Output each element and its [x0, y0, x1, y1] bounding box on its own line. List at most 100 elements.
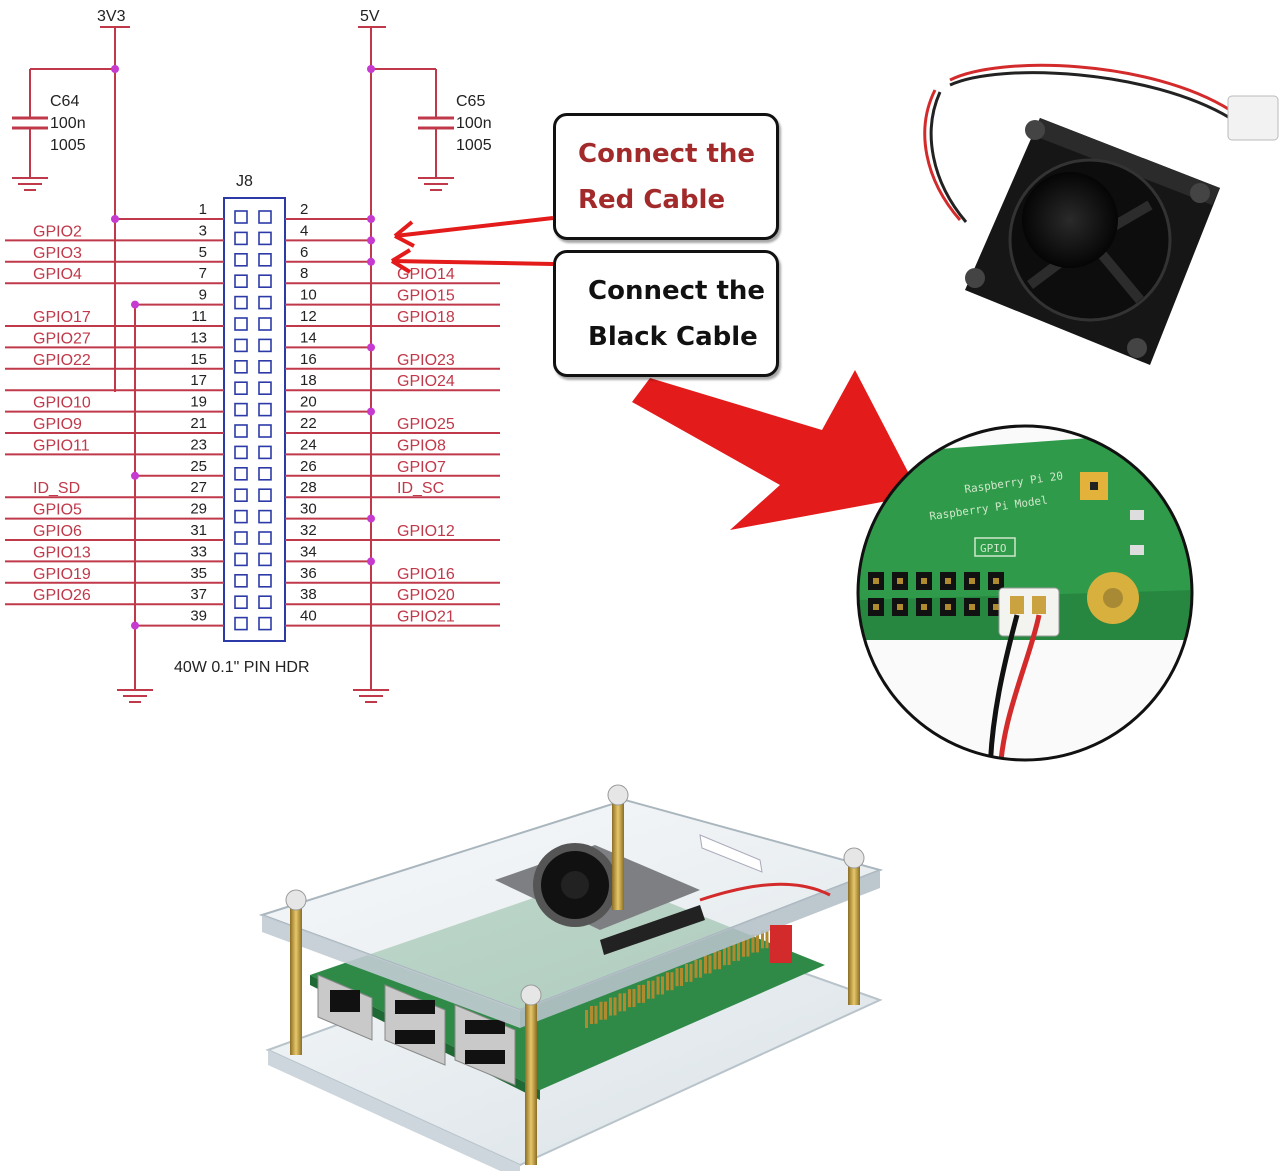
gpio-label-left: GPIO22 — [33, 352, 91, 369]
junction-dot — [367, 236, 375, 245]
pin-box — [234, 338, 248, 353]
pin-box — [234, 616, 248, 631]
black-cable-arrow — [390, 248, 554, 274]
board-closeup: Raspberry Pi 20 Raspberry Pi Model GPIO — [856, 424, 1194, 762]
gpio-label-left: GPIO5 — [33, 502, 82, 519]
pin-box — [258, 231, 272, 246]
gpio-label-left: GPIO4 — [33, 266, 82, 283]
pin-number: 3 — [199, 222, 207, 239]
pin-box — [234, 317, 248, 331]
callout-red-line1: Connect the — [578, 138, 756, 169]
pin-number: 36 — [300, 565, 317, 582]
pin-box — [234, 274, 248, 289]
gpio-pin — [632, 989, 636, 1007]
pin-number: 4 — [300, 222, 308, 239]
pin-number: 40 — [300, 608, 317, 625]
gpio-label-right: GPIO23 — [397, 352, 455, 369]
gpio-pin — [651, 980, 655, 999]
pin-number: 2 — [300, 201, 308, 218]
pin-number: 8 — [300, 265, 308, 282]
rail-3v3-label: 3V3 — [97, 8, 126, 25]
ground-symbol-left — [117, 689, 153, 703]
pin-number: 19 — [190, 394, 207, 411]
junction-dot — [111, 215, 119, 223]
callout-black-line2: Black Cable — [588, 321, 758, 352]
junction-dot — [367, 514, 375, 523]
pin-box — [258, 295, 272, 310]
pin-number: 6 — [300, 244, 308, 261]
pin-number: 17 — [190, 372, 207, 389]
pin-box — [234, 210, 248, 224]
gpio-pin — [713, 951, 717, 970]
gpio-pin — [685, 964, 688, 982]
schematic: 3V3 5V C64 100n 1005 — [5, 8, 500, 703]
gpio-label-left: GPIO9 — [33, 416, 82, 433]
gpio-pin — [732, 943, 736, 961]
pin-number: 20 — [300, 394, 317, 411]
callout-red-cable: Connect the Red Cable — [553, 113, 779, 240]
pin-number: 37 — [190, 586, 207, 603]
gpio-label-left: GPIO26 — [33, 587, 91, 604]
gpio-pin — [751, 934, 755, 953]
pin-number: 26 — [300, 458, 317, 475]
cap-c65-value: 100n — [456, 115, 492, 132]
pin-box — [234, 359, 248, 374]
pin-number: 18 — [300, 372, 317, 389]
gpio-label-right: GPIO8 — [397, 437, 446, 454]
pin-box — [234, 402, 248, 417]
pin-number: 25 — [190, 458, 207, 475]
pin-box — [234, 381, 248, 396]
gpio-label-right: GPIO25 — [397, 416, 455, 433]
pin-box — [234, 424, 248, 438]
gpio-pin — [618, 993, 622, 1012]
pin-box — [258, 573, 272, 588]
gpio-label-right: GPIO21 — [397, 609, 455, 626]
gpio-label-right: GPIO24 — [397, 373, 455, 390]
gpio-label-left: GPIO2 — [33, 223, 82, 240]
pin-box — [258, 445, 272, 460]
cap-c65-size: 1005 — [456, 137, 492, 154]
fan-wire-red — [949, 63, 1231, 112]
fan-hub-icon — [1022, 172, 1118, 268]
big-red-arrow — [632, 370, 920, 530]
gpio-pin — [727, 947, 731, 965]
pin-number: 28 — [300, 479, 317, 496]
pin-box — [258, 424, 272, 438]
pin-box — [234, 509, 248, 524]
gpio-label-left: GPIO10 — [33, 395, 91, 412]
capacitor-c65: C65 100n 1005 — [367, 65, 492, 191]
pin-number: 24 — [300, 436, 317, 453]
gpio-pin — [637, 985, 641, 1003]
junction-dot — [131, 471, 139, 480]
pin-box — [258, 552, 272, 567]
cap-c64-value: 100n — [50, 115, 86, 132]
pin-number: 9 — [199, 287, 207, 304]
pin-box — [234, 295, 248, 310]
pin-number: 35 — [190, 565, 207, 582]
gpio-pin — [765, 930, 769, 949]
gpio-label-right: GPIO12 — [397, 523, 455, 540]
callout-red-line2: Red Cable — [578, 184, 726, 215]
junction-dot — [367, 257, 375, 266]
pin-box — [234, 466, 248, 481]
pin-box — [234, 445, 248, 460]
pin-box — [234, 595, 248, 610]
pin-box — [258, 402, 272, 417]
ground-symbol-right — [353, 689, 389, 703]
gpio-pin — [694, 959, 698, 978]
pin-number: 23 — [190, 436, 207, 453]
gpio-pin — [756, 934, 759, 953]
gpio-pin — [609, 997, 612, 1016]
pin-box — [258, 274, 272, 289]
gpio-pin — [661, 976, 664, 995]
gpio-pin — [742, 938, 745, 957]
pin-box — [258, 381, 272, 396]
pin-box — [258, 317, 272, 331]
pin-number: 21 — [190, 415, 207, 432]
pin-number: 33 — [190, 543, 207, 560]
gpio-pin — [647, 980, 650, 999]
pin-number: 31 — [190, 522, 207, 539]
pin-number: 5 — [199, 244, 207, 261]
gpio-pin — [723, 947, 726, 966]
